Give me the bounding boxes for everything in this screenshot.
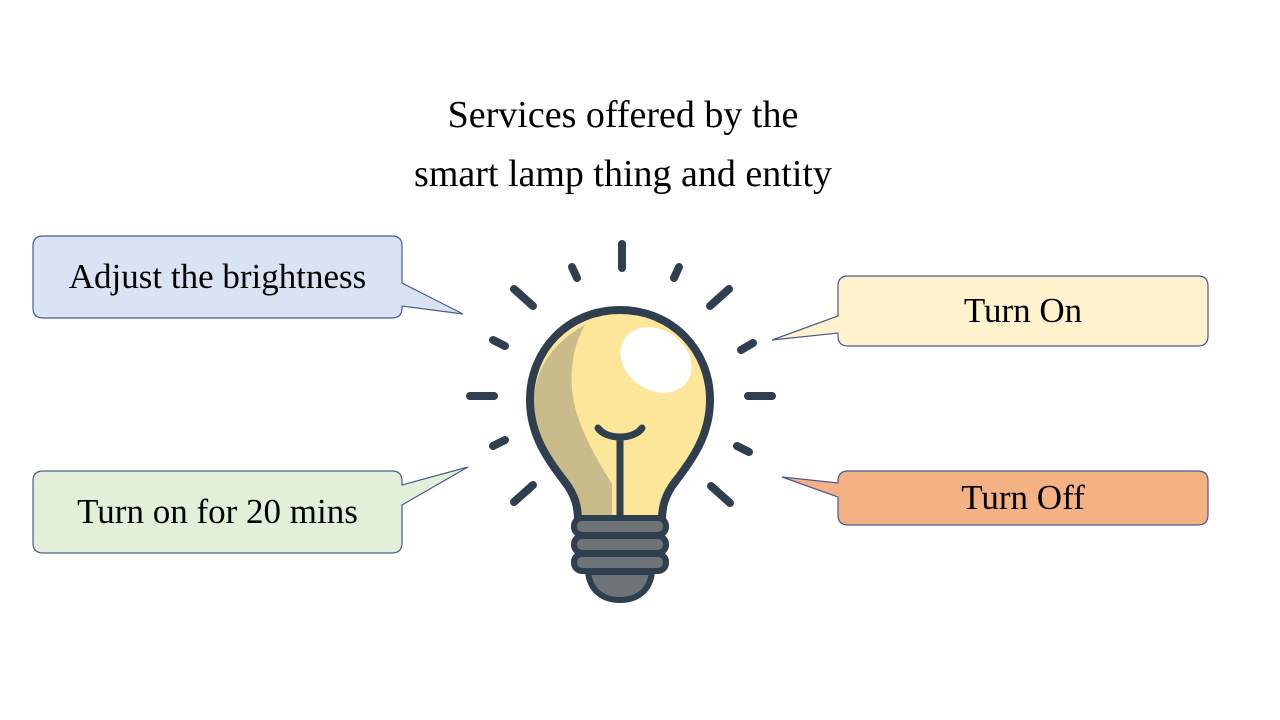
ray [707,482,734,507]
callout-label: Turn on for 20 mins [77,492,358,531]
callout-bubble-turn-on-20-mins [32,466,469,554]
base-ring [571,533,669,556]
light-bulb-icon [466,240,776,604]
callout-turn-off: Turn Off [838,471,1208,525]
title-line-1: Services offered by the [447,94,799,136]
ray [489,336,509,350]
ray [489,436,509,450]
callout-turn-on-20-mins: Turn on for 20 mins [33,471,402,553]
ray [670,263,683,282]
callout-label: Adjust the brightness [68,257,367,296]
ray [568,263,581,282]
ray [706,285,733,310]
callout-bubble-turn-off [781,470,1209,526]
callout-label: Turn On [963,291,1083,330]
callout-adjust-brightness: Adjust the brightness [33,236,402,318]
base-ring [571,515,669,538]
ray [737,339,757,354]
bulb-highlight [620,327,692,393]
ray [510,481,537,506]
base-ring [571,551,669,574]
callout-label: Turn Off [961,478,1085,517]
callout-bubble-turn-on [771,275,1209,347]
ray [510,285,537,310]
callout-bubble-adjust-brightness [32,235,464,319]
page-title: Services offered by the smart lamp thing… [340,86,906,204]
bulb-filament [594,424,646,524]
light-rays [466,240,776,507]
callout-turn-on: Turn On [838,276,1208,346]
bulb-shadow [534,325,612,518]
ray [733,442,753,456]
bulb-base [571,515,669,604]
title-line-2: smart lamp thing and entity [414,153,832,195]
base-tip [584,569,656,604]
